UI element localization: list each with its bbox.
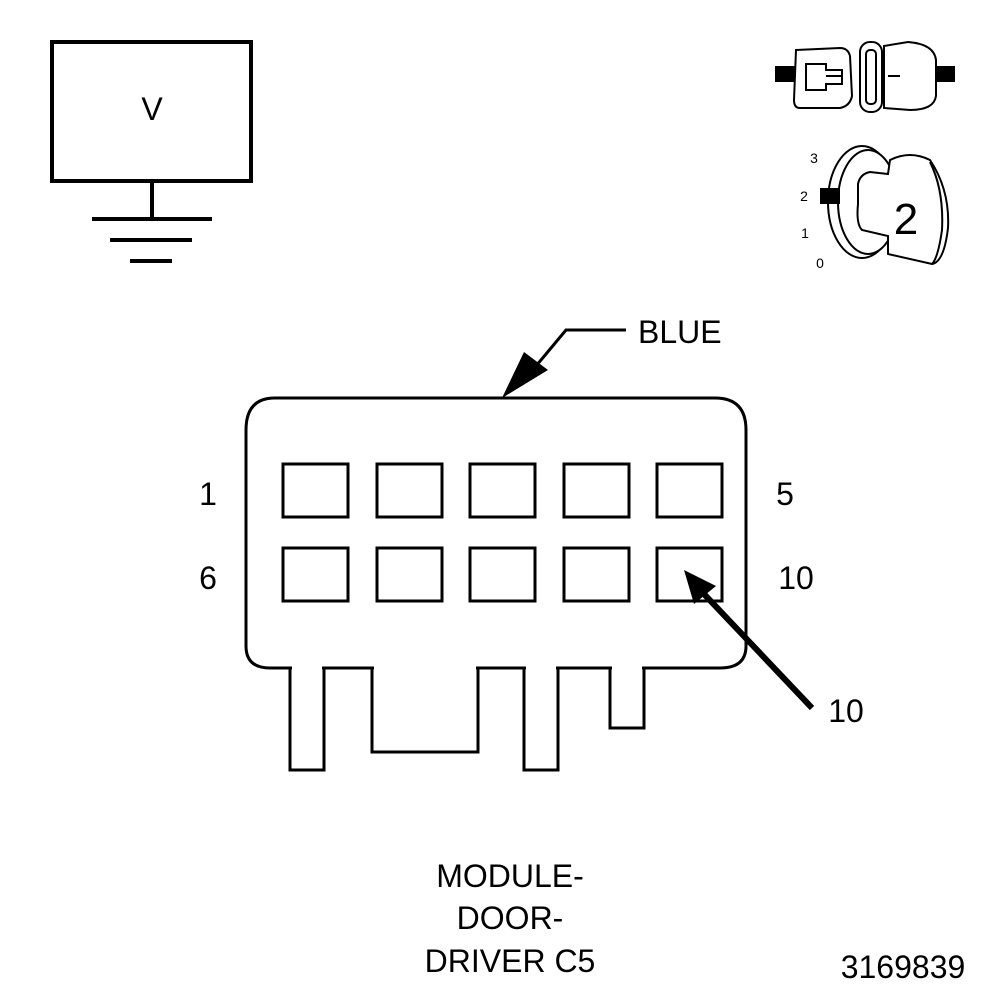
pin-label-6: 6 — [199, 560, 217, 596]
ignition-key-label: 2 — [894, 195, 918, 244]
connector-title-line-2: DOOR- — [457, 900, 564, 936]
pin-cavity-4 — [562, 462, 631, 519]
pin-cavity-7 — [375, 546, 444, 603]
pin-cavity-2 — [375, 462, 444, 519]
color-callout: BLUE — [502, 314, 722, 398]
figure-number: 3169839 — [841, 949, 966, 985]
ignition-position-1: 1 — [801, 225, 809, 241]
voltmeter-label: V — [141, 91, 163, 127]
ignition-selected-marker — [820, 188, 840, 204]
connector-disconnect-icon — [775, 40, 955, 113]
connector-housing — [244, 396, 748, 670]
ignition-position-2: 2 — [800, 188, 808, 204]
pin-cavity-5 — [655, 462, 724, 519]
ignition-position-0: 0 — [816, 255, 824, 271]
voltmeter-symbol: V — [50, 40, 253, 263]
ignition-position-3: 3 — [810, 150, 818, 166]
connector-color-label: BLUE — [638, 314, 722, 350]
ground-icon — [92, 181, 212, 263]
pin-cavity-8 — [468, 546, 537, 603]
pin-label-10: 10 — [778, 560, 814, 596]
voltmeter-box — [50, 40, 253, 183]
ignition-switch-icon: 3 2 1 0 2 — [800, 145, 950, 271]
connector-title-line-1: MODULE- — [436, 858, 584, 894]
pin-cavities — [281, 462, 724, 603]
pin-callout-arrow — [684, 570, 815, 711]
pin-cavity-6 — [281, 546, 350, 603]
ignition-key — [856, 154, 950, 266]
pin-cavity-3 — [468, 462, 537, 519]
pin-cavity-1 — [281, 462, 350, 519]
connector-title-line-3: DRIVER C5 — [425, 943, 596, 979]
pin-label-1: 1 — [199, 476, 217, 512]
pin-cavity-9 — [562, 546, 631, 603]
pin-callout-label: 10 — [828, 693, 864, 729]
connector-latches — [288, 666, 646, 772]
connector-body — [244, 396, 748, 772]
pin-label-5: 5 — [776, 476, 794, 512]
